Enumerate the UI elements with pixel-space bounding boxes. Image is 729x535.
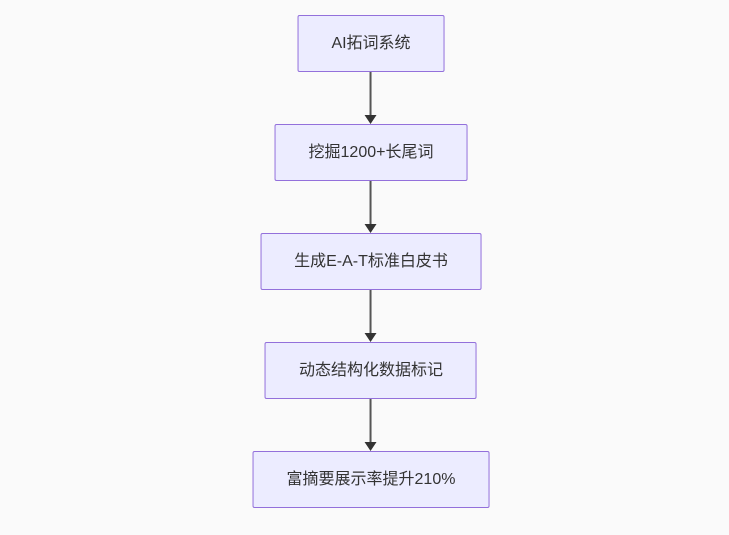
node-label: AI拓词系统 <box>331 34 411 52</box>
edge-arrow <box>365 72 377 124</box>
arrowhead-down-icon <box>365 442 377 451</box>
edge-arrow <box>365 399 377 451</box>
flowchart: AI拓词系统 挖掘1200+长尾词 生成E-A-T标准白皮书 动态结构化数据标记… <box>252 15 490 508</box>
flowchart-node: 富摘要展示率提升210% <box>252 451 490 508</box>
arrow-line <box>370 72 372 116</box>
node-label: 挖掘1200+长尾词 <box>308 143 434 161</box>
edge-arrow <box>365 290 377 342</box>
node-label: 生成E-A-T标准白皮书 <box>294 252 448 270</box>
node-label: 富摘要展示率提升210% <box>286 470 456 488</box>
flowchart-node: AI拓词系统 <box>297 15 445 72</box>
flowchart-node: 动态结构化数据标记 <box>264 342 477 399</box>
node-label: 动态结构化数据标记 <box>298 361 443 379</box>
arrowhead-down-icon <box>365 115 377 124</box>
arrow-line <box>370 181 372 225</box>
edge-arrow <box>365 181 377 233</box>
arrow-line <box>370 290 372 334</box>
arrowhead-down-icon <box>365 333 377 342</box>
flowchart-node: 生成E-A-T标准白皮书 <box>260 233 482 290</box>
arrowhead-down-icon <box>365 224 377 233</box>
flowchart-node: 挖掘1200+长尾词 <box>274 124 468 181</box>
arrow-line <box>370 399 372 443</box>
